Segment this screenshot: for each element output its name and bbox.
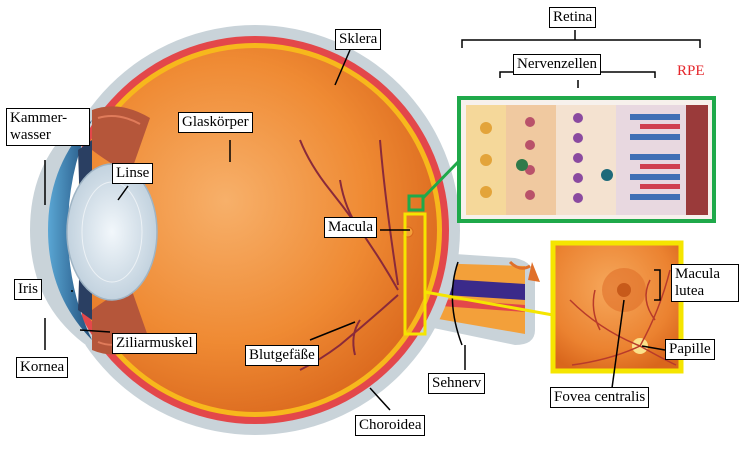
label-macula-lutea: Macula lutea [671, 264, 739, 302]
label-macula: Macula [324, 217, 377, 238]
label-blutgefaesse: Blutgefäße [245, 345, 319, 366]
label-nervenzellen: Nervenzellen [513, 54, 601, 75]
label-kammerwasser: Kammer- wasser [6, 108, 90, 146]
label-sklera: Sklera [335, 29, 381, 50]
lens [67, 164, 157, 300]
label-macula-lutea-line2: lutea [675, 283, 704, 299]
label-fovea-centralis: Fovea centralis [550, 387, 649, 408]
label-kornea: Kornea [16, 357, 68, 378]
label-ziliarmuskel: Ziliarmuskel [112, 333, 197, 354]
label-kammerwasser-line2: wasser [10, 127, 51, 143]
label-linse: Linse [112, 163, 153, 184]
label-sehnerv: Sehnerv [428, 373, 485, 394]
label-choroidea: Choroidea [355, 415, 425, 436]
label-rpe: RPE [674, 62, 708, 81]
label-macula-lutea-line1: Macula [675, 266, 720, 282]
label-retina: Retina [549, 7, 596, 28]
label-glaskoerper: Glaskörper [178, 112, 253, 133]
label-iris: Iris [14, 279, 42, 300]
label-kammerwasser-line1: Kammer- [10, 110, 67, 126]
label-papille: Papille [665, 339, 715, 360]
